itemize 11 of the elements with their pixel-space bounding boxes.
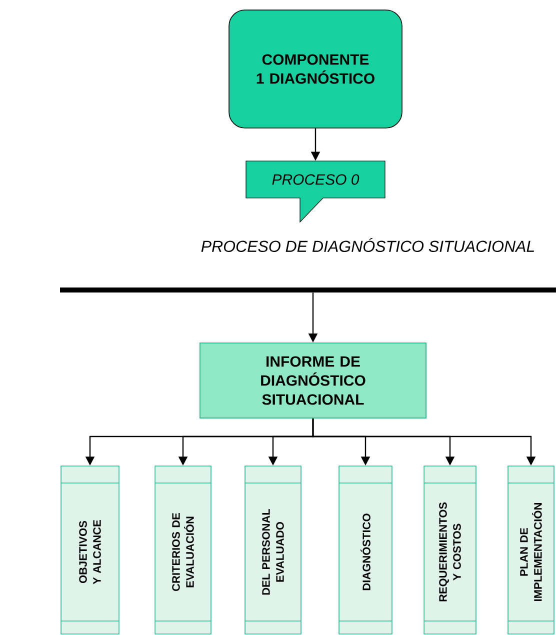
report-box: INFORME DE DIAGNÓSTICO SITUACIONAL (200, 342, 426, 418)
section-box: REQUERIMIENTOS Y COSTOS (424, 466, 476, 634)
section-box: CRITERIOS DE EVALUACIÓN (154, 466, 212, 634)
callout-box: PROCESO 0 (246, 160, 386, 223)
section-box: DIAGNÓSTICO (338, 466, 392, 634)
section-box: PLAN DE IMPLEMENTACIÓN (508, 466, 554, 634)
component-box: COMPONENTE 1 DIAGNÓSTICO (228, 10, 402, 128)
section-box: OBJETIVOS Y ALCANCE (60, 466, 120, 634)
divider-bar (60, 288, 556, 292)
heading-text: PROCESO DE DIAGNÓSTICO SITUACIONAL (201, 238, 534, 252)
section-box: DEL PERSONAL EVALUADO (244, 466, 302, 634)
